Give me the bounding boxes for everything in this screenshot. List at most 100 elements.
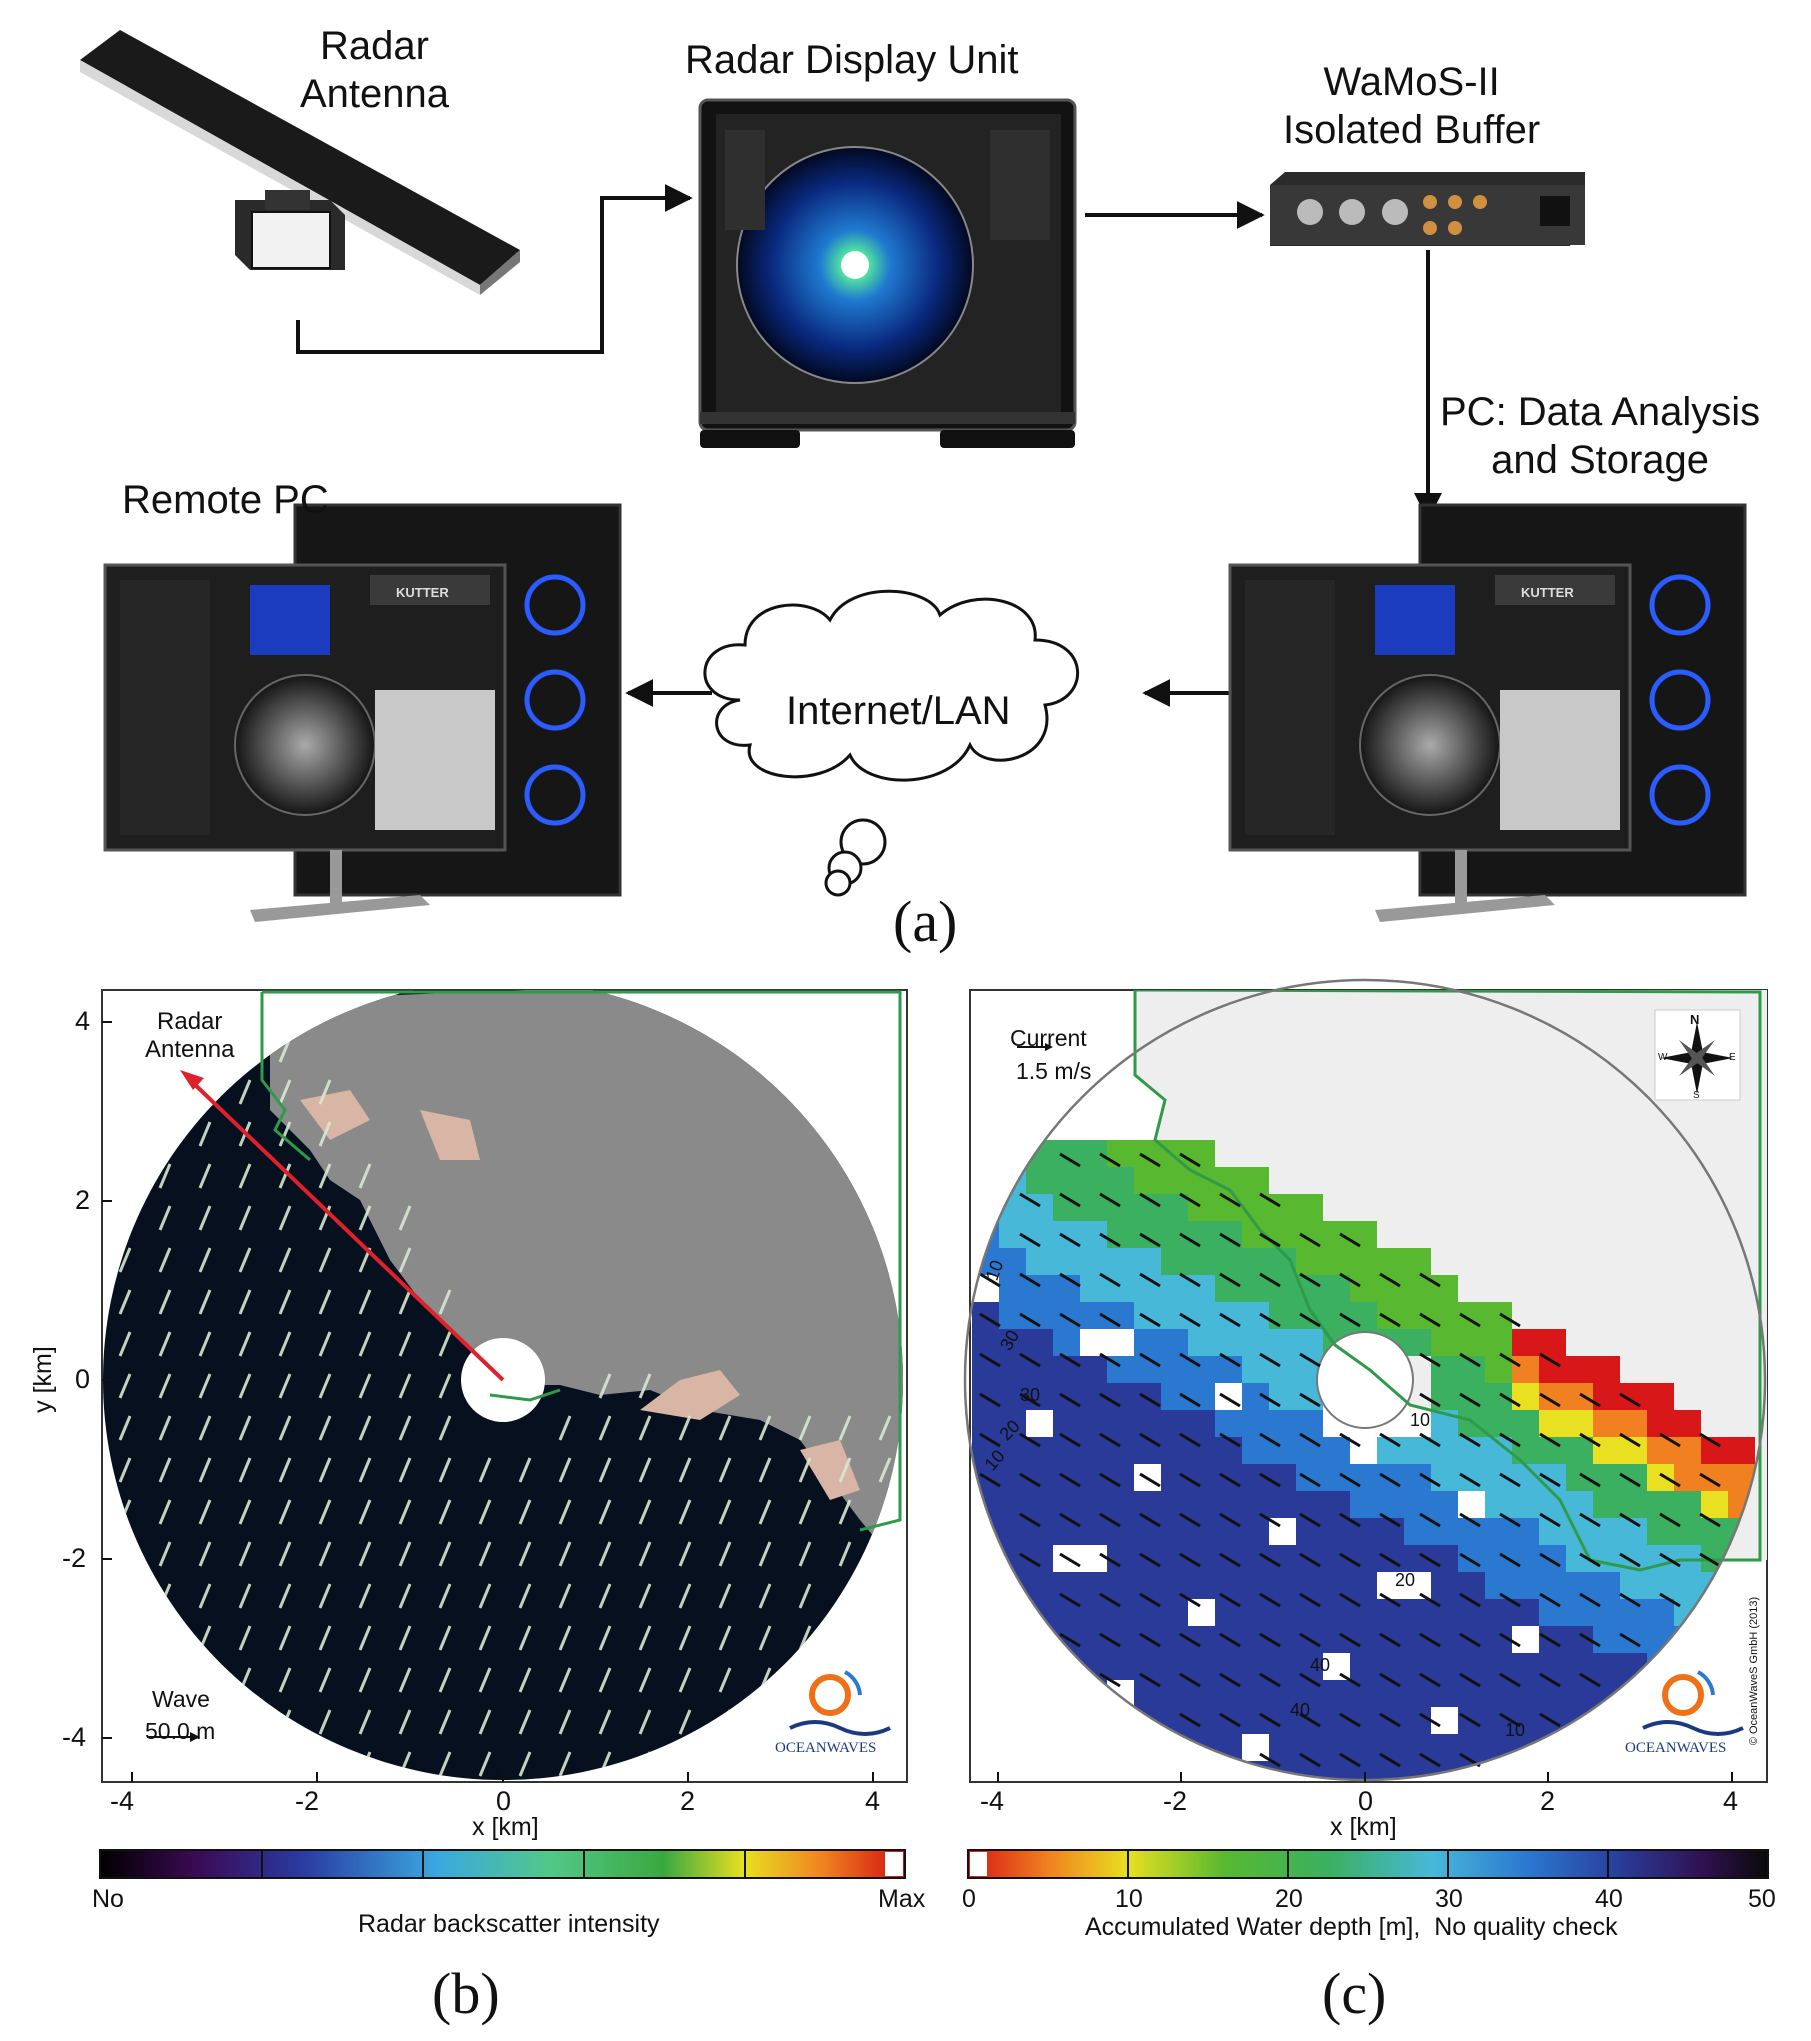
depth-cell bbox=[1404, 1464, 1431, 1491]
wave-arrow bbox=[598, 1583, 612, 1609]
depth-cell bbox=[1134, 1599, 1161, 1626]
depth-cell bbox=[1539, 1491, 1566, 1518]
current-arrow bbox=[1459, 1712, 1481, 1728]
current-arrow bbox=[1259, 1672, 1281, 1688]
depth-cell bbox=[1377, 1275, 1404, 1302]
depth-cell bbox=[1134, 1194, 1161, 1221]
current-arrow bbox=[1019, 1232, 1041, 1248]
current-arrow bbox=[1419, 1352, 1441, 1368]
depth-cell bbox=[1566, 1599, 1593, 1626]
current-arrow bbox=[1179, 1152, 1201, 1168]
depth-cell bbox=[1350, 1545, 1377, 1572]
depth-cell bbox=[1215, 1356, 1242, 1383]
label-isolated-buffer: WaMoS-II Isolated Buffer bbox=[1283, 60, 1541, 152]
wave-arrow bbox=[278, 1457, 292, 1483]
depth-cell bbox=[1701, 1599, 1728, 1626]
depth-cell bbox=[1566, 1518, 1593, 1545]
depth-cell bbox=[1215, 1761, 1242, 1780]
wave-arrow bbox=[438, 1751, 452, 1777]
current-arrow bbox=[1459, 1592, 1481, 1608]
depth-cell bbox=[1647, 1572, 1674, 1599]
depth-cell bbox=[1161, 1734, 1188, 1761]
b-colorbar-title: Radar backscatter intensity bbox=[358, 1910, 660, 1938]
b-ytick-1: 2 bbox=[75, 1185, 91, 1215]
wave-arrow bbox=[358, 1415, 372, 1441]
depth-cell bbox=[1539, 1761, 1566, 1780]
depth-cell bbox=[1350, 1734, 1377, 1761]
depth-cell bbox=[1539, 1653, 1566, 1680]
current-arrow bbox=[1139, 1392, 1161, 1408]
depth-cell bbox=[1431, 1761, 1458, 1780]
wave-arrow bbox=[638, 1499, 652, 1525]
depth-cell bbox=[999, 1518, 1026, 1545]
depth-cell bbox=[1323, 1437, 1350, 1464]
wave-arrow bbox=[878, 1667, 892, 1693]
depth-cell bbox=[1107, 1437, 1134, 1464]
label-radar-antenna: Radar Antenna bbox=[300, 24, 450, 116]
depth-cell bbox=[1053, 1167, 1080, 1194]
current-arrow bbox=[1139, 1512, 1161, 1528]
depth-cell bbox=[1458, 1410, 1485, 1437]
depth-cell bbox=[1701, 1707, 1728, 1734]
wave-arrow bbox=[758, 1499, 772, 1525]
depth-cell bbox=[1296, 1545, 1323, 1572]
depth-cell bbox=[1485, 1437, 1512, 1464]
current-arrow bbox=[1659, 1432, 1681, 1448]
depth-cell bbox=[1188, 1167, 1215, 1194]
wave-arrow bbox=[558, 1625, 572, 1651]
depth-cell bbox=[1404, 1302, 1431, 1329]
current-arrow bbox=[979, 1392, 1001, 1408]
depth-cell bbox=[1161, 1653, 1188, 1680]
depth-cell bbox=[1674, 1410, 1701, 1437]
wave-arrow bbox=[398, 1541, 412, 1567]
depth-cell bbox=[1269, 1545, 1296, 1572]
current-arrow bbox=[1179, 1312, 1201, 1328]
current-arrow bbox=[1339, 1312, 1361, 1328]
depth-cell bbox=[1026, 1248, 1053, 1275]
current-arrow bbox=[1379, 1472, 1401, 1488]
wave-arrow bbox=[358, 1457, 372, 1483]
wave-arrow bbox=[398, 1625, 412, 1651]
depth-cell bbox=[1296, 1734, 1323, 1761]
depth-cell bbox=[972, 1761, 999, 1780]
depth-cell bbox=[1404, 1248, 1431, 1275]
current-arrow bbox=[1659, 1512, 1681, 1528]
depth-cell bbox=[999, 1653, 1026, 1680]
depth-cell bbox=[1080, 1248, 1107, 1275]
depth-cell bbox=[1755, 1464, 1765, 1491]
current-arrow bbox=[1539, 1672, 1561, 1688]
wave-arrow bbox=[198, 1247, 212, 1273]
depth-cell bbox=[1593, 1437, 1620, 1464]
wave-arrow bbox=[318, 1415, 332, 1441]
depth-cell bbox=[972, 1329, 999, 1356]
wave-arrow bbox=[158, 1457, 172, 1483]
depth-cell bbox=[1188, 1734, 1215, 1761]
label-remote-pc: Remote PC bbox=[122, 478, 329, 522]
depth-cell bbox=[1620, 1626, 1647, 1653]
radar-antenna-illustration bbox=[80, 30, 520, 295]
depth-cell bbox=[1350, 1464, 1377, 1491]
wave-arrow bbox=[838, 1625, 852, 1651]
depth-cell bbox=[1647, 1599, 1674, 1626]
current-arrow bbox=[1579, 1632, 1601, 1648]
depth-cell bbox=[1755, 1491, 1765, 1518]
wave-arrow bbox=[758, 1457, 772, 1483]
depth-cell bbox=[1242, 1518, 1269, 1545]
panel-label-c: (c) bbox=[1322, 1961, 1387, 2026]
water-depth-colorbar bbox=[967, 1849, 1769, 1879]
depth-cell bbox=[1188, 1761, 1215, 1780]
current-arrow bbox=[1179, 1712, 1201, 1728]
depth-cell bbox=[1053, 1221, 1080, 1248]
internet-cloud bbox=[703, 589, 1080, 897]
depth-cell bbox=[1485, 1545, 1512, 1572]
depth-cell bbox=[1323, 1599, 1350, 1626]
depth-cell bbox=[1296, 1383, 1323, 1410]
current-arrow bbox=[1059, 1152, 1081, 1168]
wave-arrow bbox=[238, 995, 252, 1021]
wave-arrow bbox=[478, 1667, 492, 1693]
depth-cell bbox=[1269, 1329, 1296, 1356]
wave-arrow bbox=[838, 1541, 852, 1567]
depth-cell bbox=[1053, 1734, 1080, 1761]
wave-arrow bbox=[238, 1205, 252, 1231]
wave-arrow bbox=[718, 1583, 732, 1609]
